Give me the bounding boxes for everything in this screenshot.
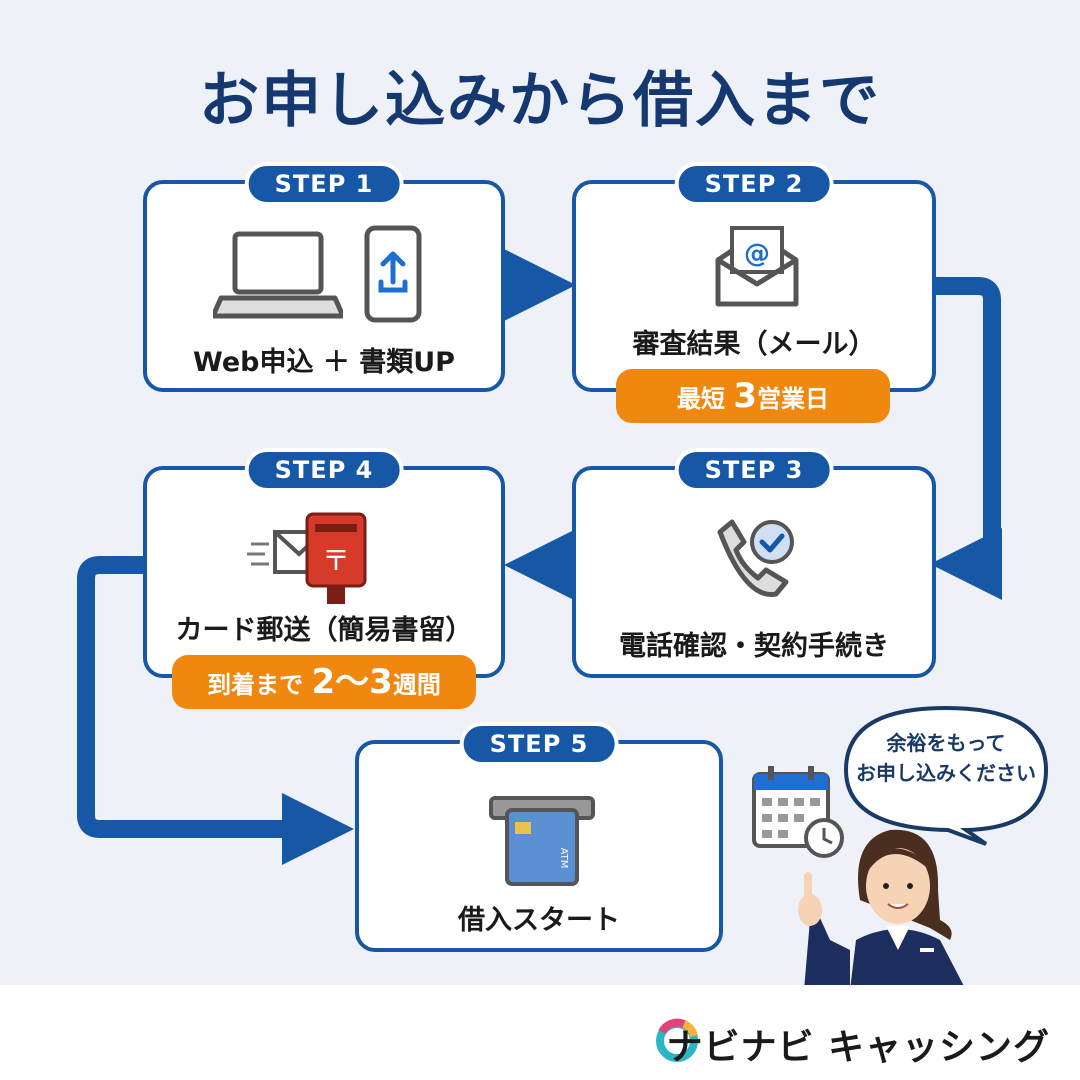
step-5-card: STEP 5 ATM 借入スタート xyxy=(355,722,723,952)
svg-text:〒: 〒 xyxy=(322,544,350,577)
step-2-badge: 最短 3営業日 xyxy=(616,369,890,423)
page-title: お申し込みから借入まで xyxy=(199,66,881,136)
step-5-label: 借入スタート xyxy=(458,905,620,936)
speech-bubble xyxy=(843,705,1049,846)
brand-name: ナビナビ キャッシング xyxy=(666,1027,1050,1068)
step-2-badge-prefix: 最短 xyxy=(676,385,734,413)
step-2-card: STEP 2 @ 審査結果（メール） xyxy=(572,162,936,392)
step-4-badge-value: 2〜3 xyxy=(311,662,393,702)
step-2-badge-suffix: 営業日 xyxy=(757,385,830,413)
calendar-clock-icon xyxy=(752,766,844,858)
atm-card-icon: ATM xyxy=(489,796,595,886)
step-2-label: 審査結果（メール） xyxy=(632,329,876,360)
svg-text:ATM: ATM xyxy=(558,848,569,869)
step-4-label: カード郵送（簡易書留） xyxy=(175,615,473,646)
bubble-line-1: 余裕をもって xyxy=(886,731,1006,755)
step-3-pill: STEP 3 xyxy=(674,448,834,492)
mailbox-icon: 〒 xyxy=(305,512,367,604)
speech-bubble-text: 余裕をもって お申し込みください xyxy=(848,728,1044,788)
step-3-card: STEP 3 電話確認・契約手続き xyxy=(572,448,936,678)
svg-text:@: @ xyxy=(744,239,770,269)
brand-logo-icon xyxy=(656,1018,698,1062)
phone-check-icon xyxy=(717,519,794,597)
bubble-line-2: お申し込みください xyxy=(856,761,1036,785)
step-1-card: STEP 1 Web申込 ＋ 書類UP xyxy=(143,162,505,392)
email-icon: @ xyxy=(715,226,799,307)
footer xyxy=(0,985,1080,1080)
step-1-label: Web申込 ＋ 書類UP xyxy=(193,347,455,378)
step-4-pill: STEP 4 xyxy=(244,448,404,492)
smartphone-upload-icon xyxy=(364,225,422,323)
laptop-icon xyxy=(213,231,343,319)
arrow-step2-to-step3 xyxy=(930,277,1002,600)
step-3-label: 電話確認・契約手続き xyxy=(619,631,889,662)
step-1-pill: STEP 1 xyxy=(244,162,404,206)
arrow-step4-to-step5 xyxy=(77,556,354,865)
step-2-badge-value: 3 xyxy=(733,376,758,416)
staff-illustration xyxy=(798,829,966,990)
step-4-badge-prefix: 到着まで xyxy=(207,671,312,699)
step-4-card: STEP 4 〒 カード郵送（簡易書留） xyxy=(143,448,505,678)
step-2-pill: STEP 2 xyxy=(674,162,834,206)
step-5-pill: STEP 5 xyxy=(459,722,619,766)
step-4-badge: 到着まで 2〜3週間 xyxy=(172,655,476,709)
step-4-badge-suffix: 週間 xyxy=(392,671,441,699)
